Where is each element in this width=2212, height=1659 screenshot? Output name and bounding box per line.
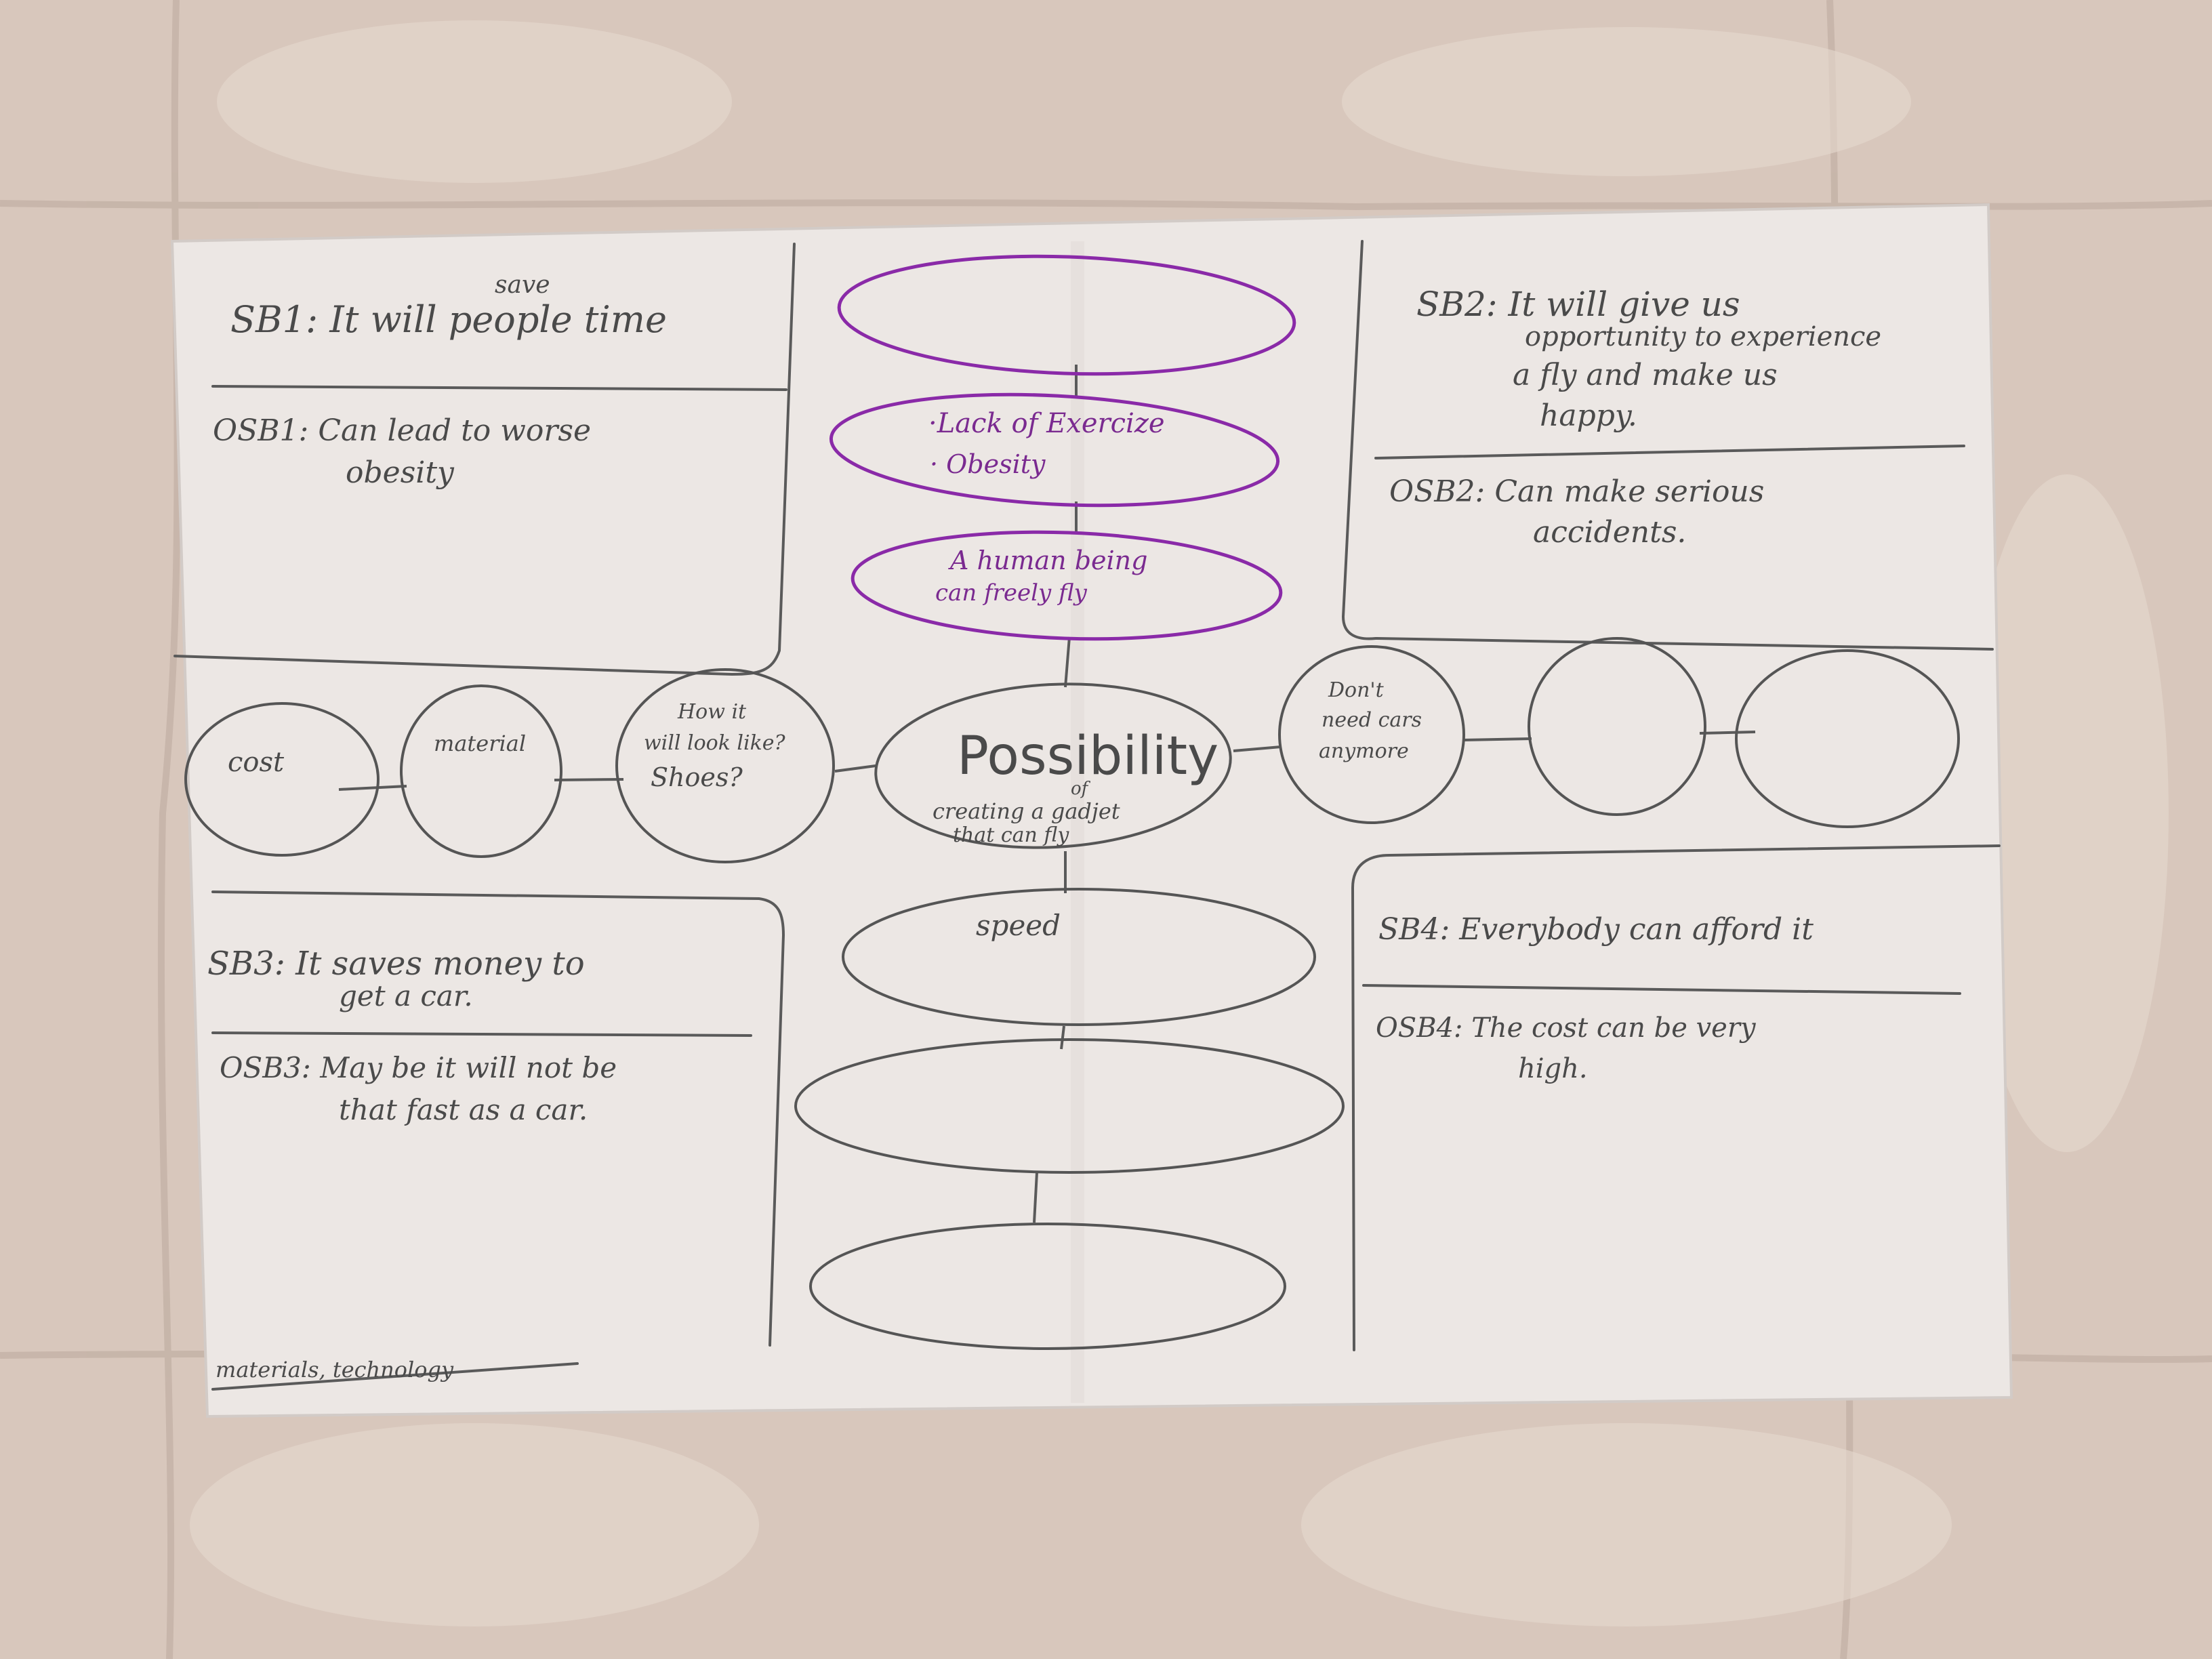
osb2-text: OSB2: Can make serious xyxy=(1389,474,1764,509)
pencil-nodes xyxy=(184,637,1960,1350)
quilt-highlights xyxy=(190,20,2169,1626)
top-nodes xyxy=(829,254,1296,641)
osb1-text: OSB1: Can lead to worse xyxy=(213,413,591,448)
connectors xyxy=(338,365,1756,1223)
center-line3: that can fly xyxy=(953,823,1069,847)
osb2-cont: accidents. xyxy=(1533,515,1686,550)
bottom-node-empty-2 xyxy=(809,1223,1286,1350)
right-node-empty-1 xyxy=(1528,637,1706,816)
top-node-lack-of-exercise xyxy=(829,392,1280,508)
bottom-speed-label: speed xyxy=(976,909,1061,942)
right-node-cars xyxy=(1278,645,1465,824)
node2-line2: · Obesity xyxy=(930,449,1046,479)
left-node-material xyxy=(400,684,562,858)
bottom-node-empty-1 xyxy=(794,1038,1345,1174)
top-node-human-fly xyxy=(851,530,1283,641)
center-node xyxy=(874,682,1232,849)
frame-lines xyxy=(173,240,2001,1391)
right-cars-line1: Don't xyxy=(1328,678,1385,702)
right-cars-line3: anymore xyxy=(1319,739,1409,763)
node3-line2: can freely fly xyxy=(935,579,1088,607)
center-line2: creating a gadjet xyxy=(933,798,1120,824)
right-cars-line2: need cars xyxy=(1322,708,1422,732)
left-material-label: material xyxy=(434,731,526,756)
paper-sheet xyxy=(170,203,2013,1418)
left-look-line1: How it xyxy=(677,700,747,724)
osb1-cont: obesity xyxy=(346,455,455,490)
osb3-text: OSB3: May be it will not be xyxy=(220,1051,617,1084)
sb3-line1: SB3: It saves money to xyxy=(207,945,585,983)
osb3-cont: that fast as a car. xyxy=(339,1093,588,1126)
osb4-text: OSB4: The cost can be very xyxy=(1376,1012,1757,1044)
sb2-line2: opportunity to experience xyxy=(1525,321,1881,352)
left-node-cost xyxy=(184,702,380,857)
sb2-line1: SB2: It will give us xyxy=(1416,285,1740,324)
center-title: Possibility xyxy=(957,726,1218,787)
bottom-node-speed xyxy=(842,888,1316,1026)
sb4-text: SB4: Everybody can afford it xyxy=(1378,912,1814,947)
sb1-text: SB1: It will people time xyxy=(230,298,667,341)
left-look-line2: will look like? xyxy=(644,731,786,755)
sb2-line3: a fly and make us xyxy=(1513,358,1778,392)
node3-line1: A human being xyxy=(948,546,1147,575)
left-look-line3: Shoes? xyxy=(651,762,743,792)
sb1-insert: save xyxy=(495,271,550,299)
sb2-line4: happy. xyxy=(1540,398,1637,433)
top-node-empty xyxy=(837,254,1296,376)
right-node-empty-2 xyxy=(1735,649,1960,828)
node2-line1: ·Lack of Exercize xyxy=(928,408,1165,439)
osb4-cont: high. xyxy=(1518,1053,1588,1084)
footnote: materials, technology xyxy=(216,1357,454,1382)
left-cost-label: cost xyxy=(228,747,285,778)
left-node-look xyxy=(615,668,835,863)
center-line1: of xyxy=(1071,779,1091,799)
sb3-line2: get a car. xyxy=(339,979,473,1012)
